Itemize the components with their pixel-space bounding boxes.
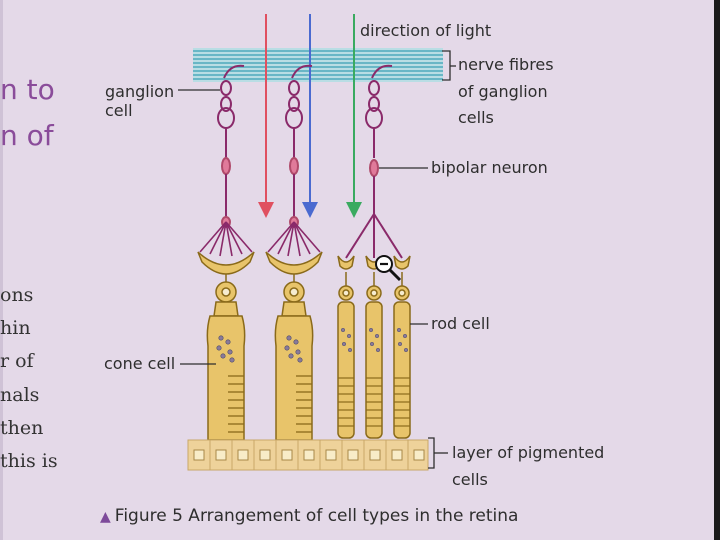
body-fragment-2: hin [0,317,31,339]
label-nerve-fibres-line-1: nerve fibres [458,55,554,74]
cone-synapse-fan-2 [267,221,321,257]
heading-fragment-1: n to [0,73,55,106]
figure-caption: ▲Figure 5 Arrangement of cell types in t… [100,506,518,526]
body-fragment-3: r of [0,350,34,372]
body-fragment-5: then [0,417,44,439]
body-fragment-1: ons [0,284,34,306]
ganglion-column-2 [285,64,313,228]
label-cone-cell: cone cell [104,354,176,373]
caption-text: Figure 5 Arrangement of cell types in th… [114,506,519,526]
pigmented-cell-layer [187,439,429,471]
magnifier-zoom-out-cursor-icon [375,255,402,282]
nerve-fibre-band [193,48,443,82]
label-leader-lines [178,50,456,469]
label-ganglion-cell-line-1: ganglion [105,82,175,101]
rod-cell-3 [393,255,411,439]
rod-cell-1 [337,255,355,439]
rod-cell-2 [365,255,383,439]
body-fragment-6: this is [0,450,58,472]
label-direction-of-light: direction of light [360,21,492,40]
cone-synapse-fan-1 [199,221,253,257]
label-nerve-fibres-line-2: of ganglion [458,82,548,101]
label-nerve-fibres-line-3: cells [458,108,494,127]
ganglion-column-3 [345,64,403,259]
slide-right-border [714,0,720,540]
label-pigmented-layer-line-1: layer of pigmented [452,443,605,462]
label-ganglion-cell-line-2: cell [105,101,133,120]
caption-triangle-marker: ▲ [100,509,111,525]
cone-cell-2 [265,251,323,441]
label-rod-cell: rod cell [431,314,490,333]
heading-fragment-2: n of [0,119,54,152]
ganglion-column-1 [217,64,245,228]
cone-cell-1 [197,251,255,441]
label-pigmented-layer-line-2: cells [452,470,488,489]
body-fragment-4: nals [0,384,40,406]
slide-left-edge [0,0,3,540]
label-bipolar-neuron: bipolar neuron [431,158,548,177]
